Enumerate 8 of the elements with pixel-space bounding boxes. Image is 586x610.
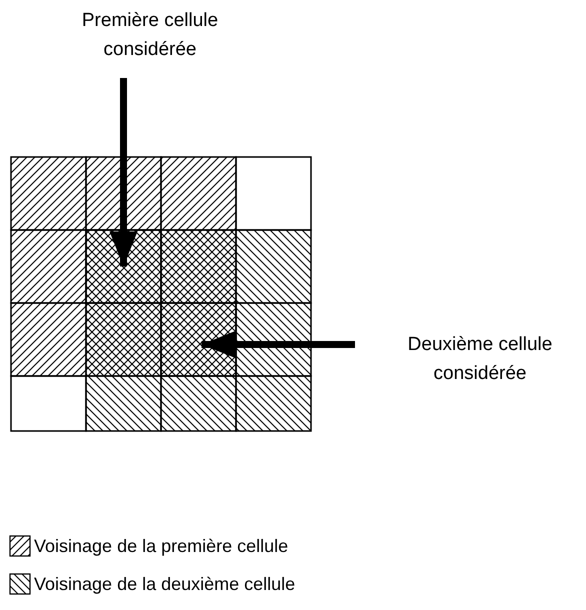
legend-label: Voisinage de la première cellule bbox=[34, 535, 288, 557]
cell-label: Deuxième cellule considérée bbox=[380, 330, 580, 388]
cell-label: Première cellule considérée bbox=[40, 6, 260, 64]
grid-cell bbox=[160, 302, 237, 377]
arrow bbox=[202, 330, 355, 358]
legend-label: Voisinage de la deuxième cellule bbox=[34, 573, 296, 595]
grid-cell bbox=[85, 229, 162, 304]
arrow bbox=[110, 78, 138, 266]
